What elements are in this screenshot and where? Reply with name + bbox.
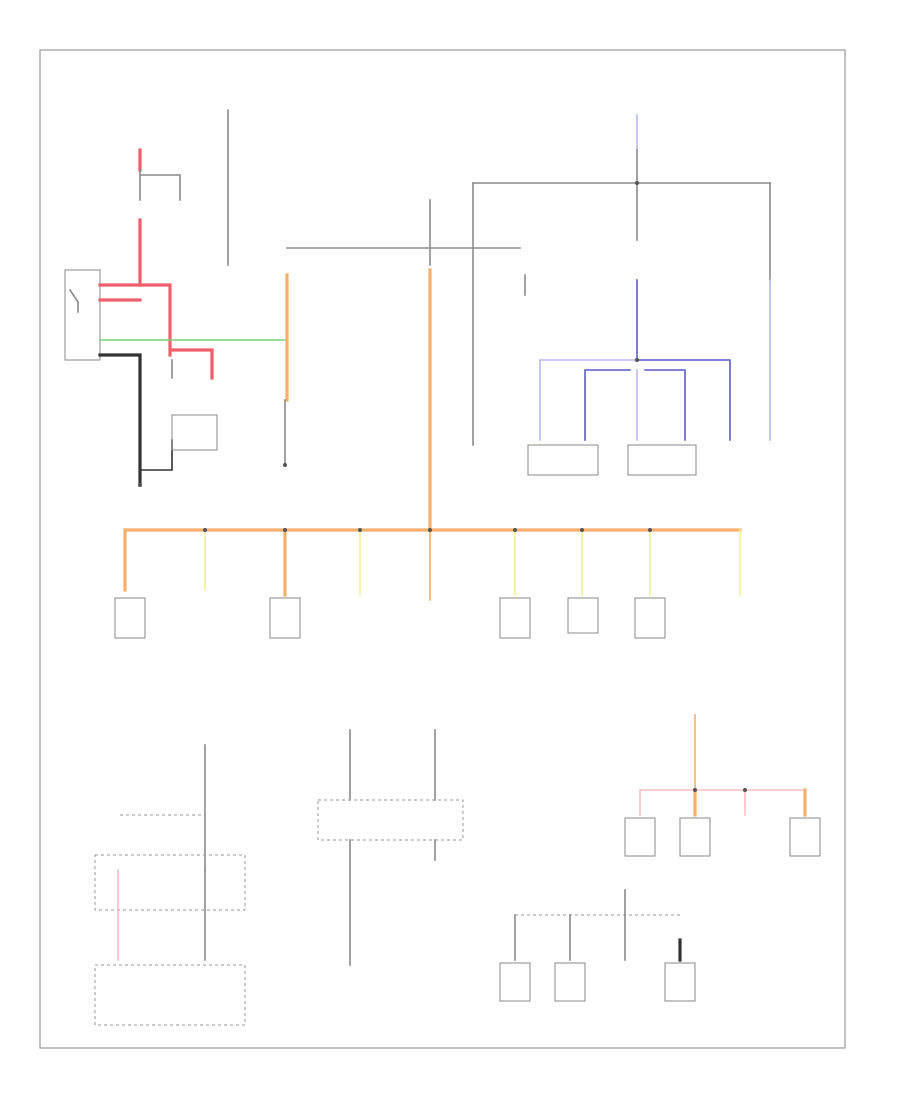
window-relay-section	[94, 744, 246, 1026]
fuse-block-section	[317, 729, 464, 966]
fuse-feed-section	[283, 182, 771, 532]
lower-loads-section	[499, 889, 696, 1002]
seat-section	[624, 714, 821, 857]
headlamp-section	[527, 114, 771, 476]
battery-section	[64, 109, 286, 487]
diagram-frame	[39, 49, 846, 1049]
orange-bus-section	[114, 528, 742, 639]
